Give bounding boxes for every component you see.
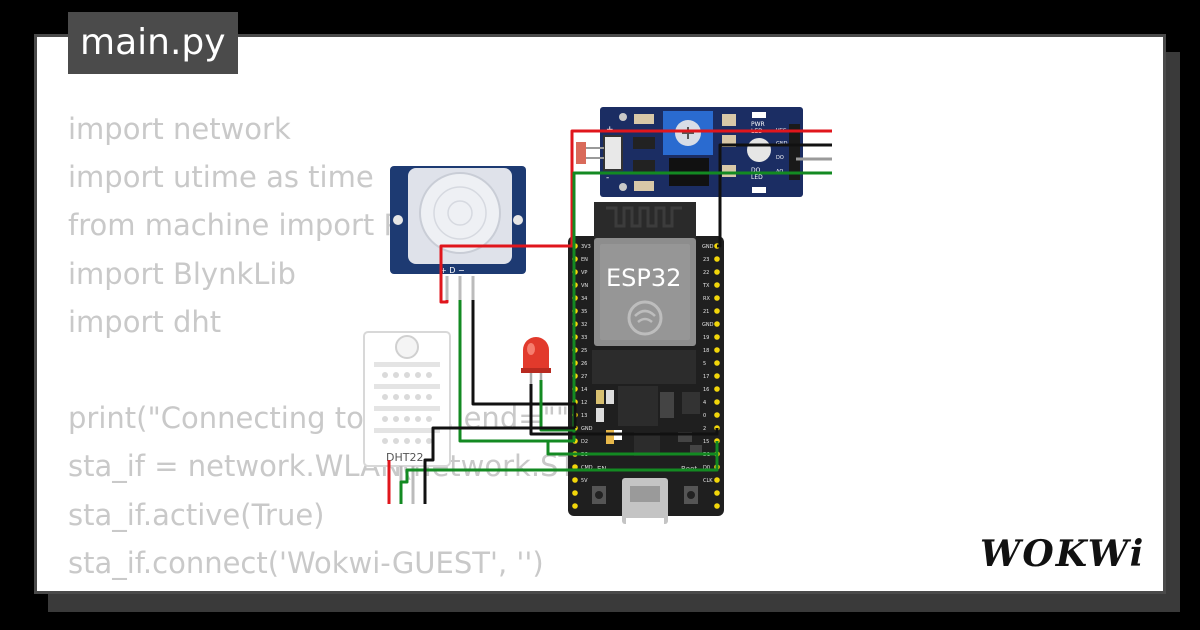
svg-text:GND: GND	[702, 244, 714, 250]
pir-sensor[interactable]: + D −	[390, 166, 526, 300]
code-line: import BlynkLib	[68, 256, 296, 291]
logo-text: WOKWi	[980, 533, 1145, 575]
wire-dht-gnd	[423, 426, 575, 504]
svg-text:VN: VN	[581, 283, 588, 289]
wire-pir-vcc	[439, 244, 572, 304]
esp32-board[interactable]: ESP32 EN Boot	[568, 202, 724, 524]
esp32-label: ESP32	[606, 264, 681, 292]
svg-text:18: 18	[703, 348, 709, 354]
svg-text:VP: VP	[581, 270, 587, 276]
svg-text:14: 14	[581, 387, 587, 393]
svg-text:17: 17	[703, 374, 709, 380]
svg-text:TX: TX	[702, 283, 710, 289]
svg-text:PWR: PWR	[751, 121, 765, 128]
svg-text:EN: EN	[581, 257, 588, 263]
file-tab[interactable]: main.py	[68, 12, 238, 74]
svg-text:32: 32	[581, 322, 587, 328]
svg-text:23: 23	[703, 257, 709, 263]
svg-text:LED: LED	[751, 174, 763, 181]
dht22-label: DHT22	[386, 451, 423, 464]
code-line: sta_if.connect('Wokwi-GUEST', '')	[68, 545, 544, 580]
svg-text:12: 12	[581, 400, 587, 406]
svg-text:GND: GND	[702, 322, 714, 328]
svg-text:GND: GND	[581, 426, 593, 432]
svg-text:15: 15	[703, 439, 709, 445]
svg-text:-: -	[606, 173, 609, 183]
svg-text:4: 4	[703, 400, 706, 406]
svg-text:CMD: CMD	[581, 465, 593, 471]
svg-text:16: 16	[703, 387, 709, 393]
code-line: from machine import Pin	[68, 208, 427, 243]
wire-led-anode	[539, 380, 575, 432]
svg-text:RX: RX	[703, 296, 710, 302]
svg-text:DO: DO	[776, 155, 784, 161]
code-line: import network	[68, 112, 291, 146]
red-led[interactable]	[521, 337, 551, 384]
svg-text:0: 0	[703, 413, 706, 419]
svg-text:35: 35	[581, 309, 587, 315]
svg-text:22: 22	[703, 270, 709, 276]
dht22-sensor[interactable]: DHT22	[363, 331, 451, 504]
wire-pir-gnd	[471, 300, 577, 428]
svg-text:DO: DO	[751, 167, 761, 174]
svg-text:D0: D0	[703, 465, 710, 471]
wire-green-bus	[546, 442, 717, 456]
wokwi-logo: WOKWi	[980, 533, 1145, 575]
svg-text:25: 25	[581, 348, 587, 354]
svg-text:34: 34	[581, 296, 587, 302]
code-line: sta_if.active(True)	[68, 497, 325, 532]
svg-text:26: 26	[581, 361, 587, 367]
wires	[387, 129, 832, 504]
svg-text:19: 19	[703, 335, 709, 341]
svg-text:27: 27	[581, 374, 587, 380]
wire-dht-data	[399, 441, 719, 504]
wire-led-cathode	[529, 384, 719, 436]
pir-pin-labels: + D −	[440, 266, 465, 275]
svg-text:2: 2	[703, 426, 706, 432]
svg-text:5V: 5V	[581, 478, 588, 484]
wire-ldr-gnd	[717, 143, 832, 248]
ldr-module[interactable]: PWR LED DO LED VCC GND DO AO + -	[576, 107, 803, 197]
svg-text:21: 21	[703, 309, 709, 315]
code-line: import dht	[68, 304, 222, 339]
code-line: import utime as time	[68, 160, 374, 195]
svg-text:33: 33	[581, 335, 587, 341]
file-tab-label: main.py	[80, 22, 226, 63]
svg-text:13: 13	[581, 413, 587, 419]
svg-text:5: 5	[703, 361, 706, 367]
wire-ldr-ao	[572, 171, 832, 443]
svg-text:3V3: 3V3	[581, 244, 591, 250]
wire-pir-data	[458, 300, 574, 443]
svg-text:CLK: CLK	[703, 478, 713, 484]
svg-text:D2: D2	[581, 439, 588, 445]
